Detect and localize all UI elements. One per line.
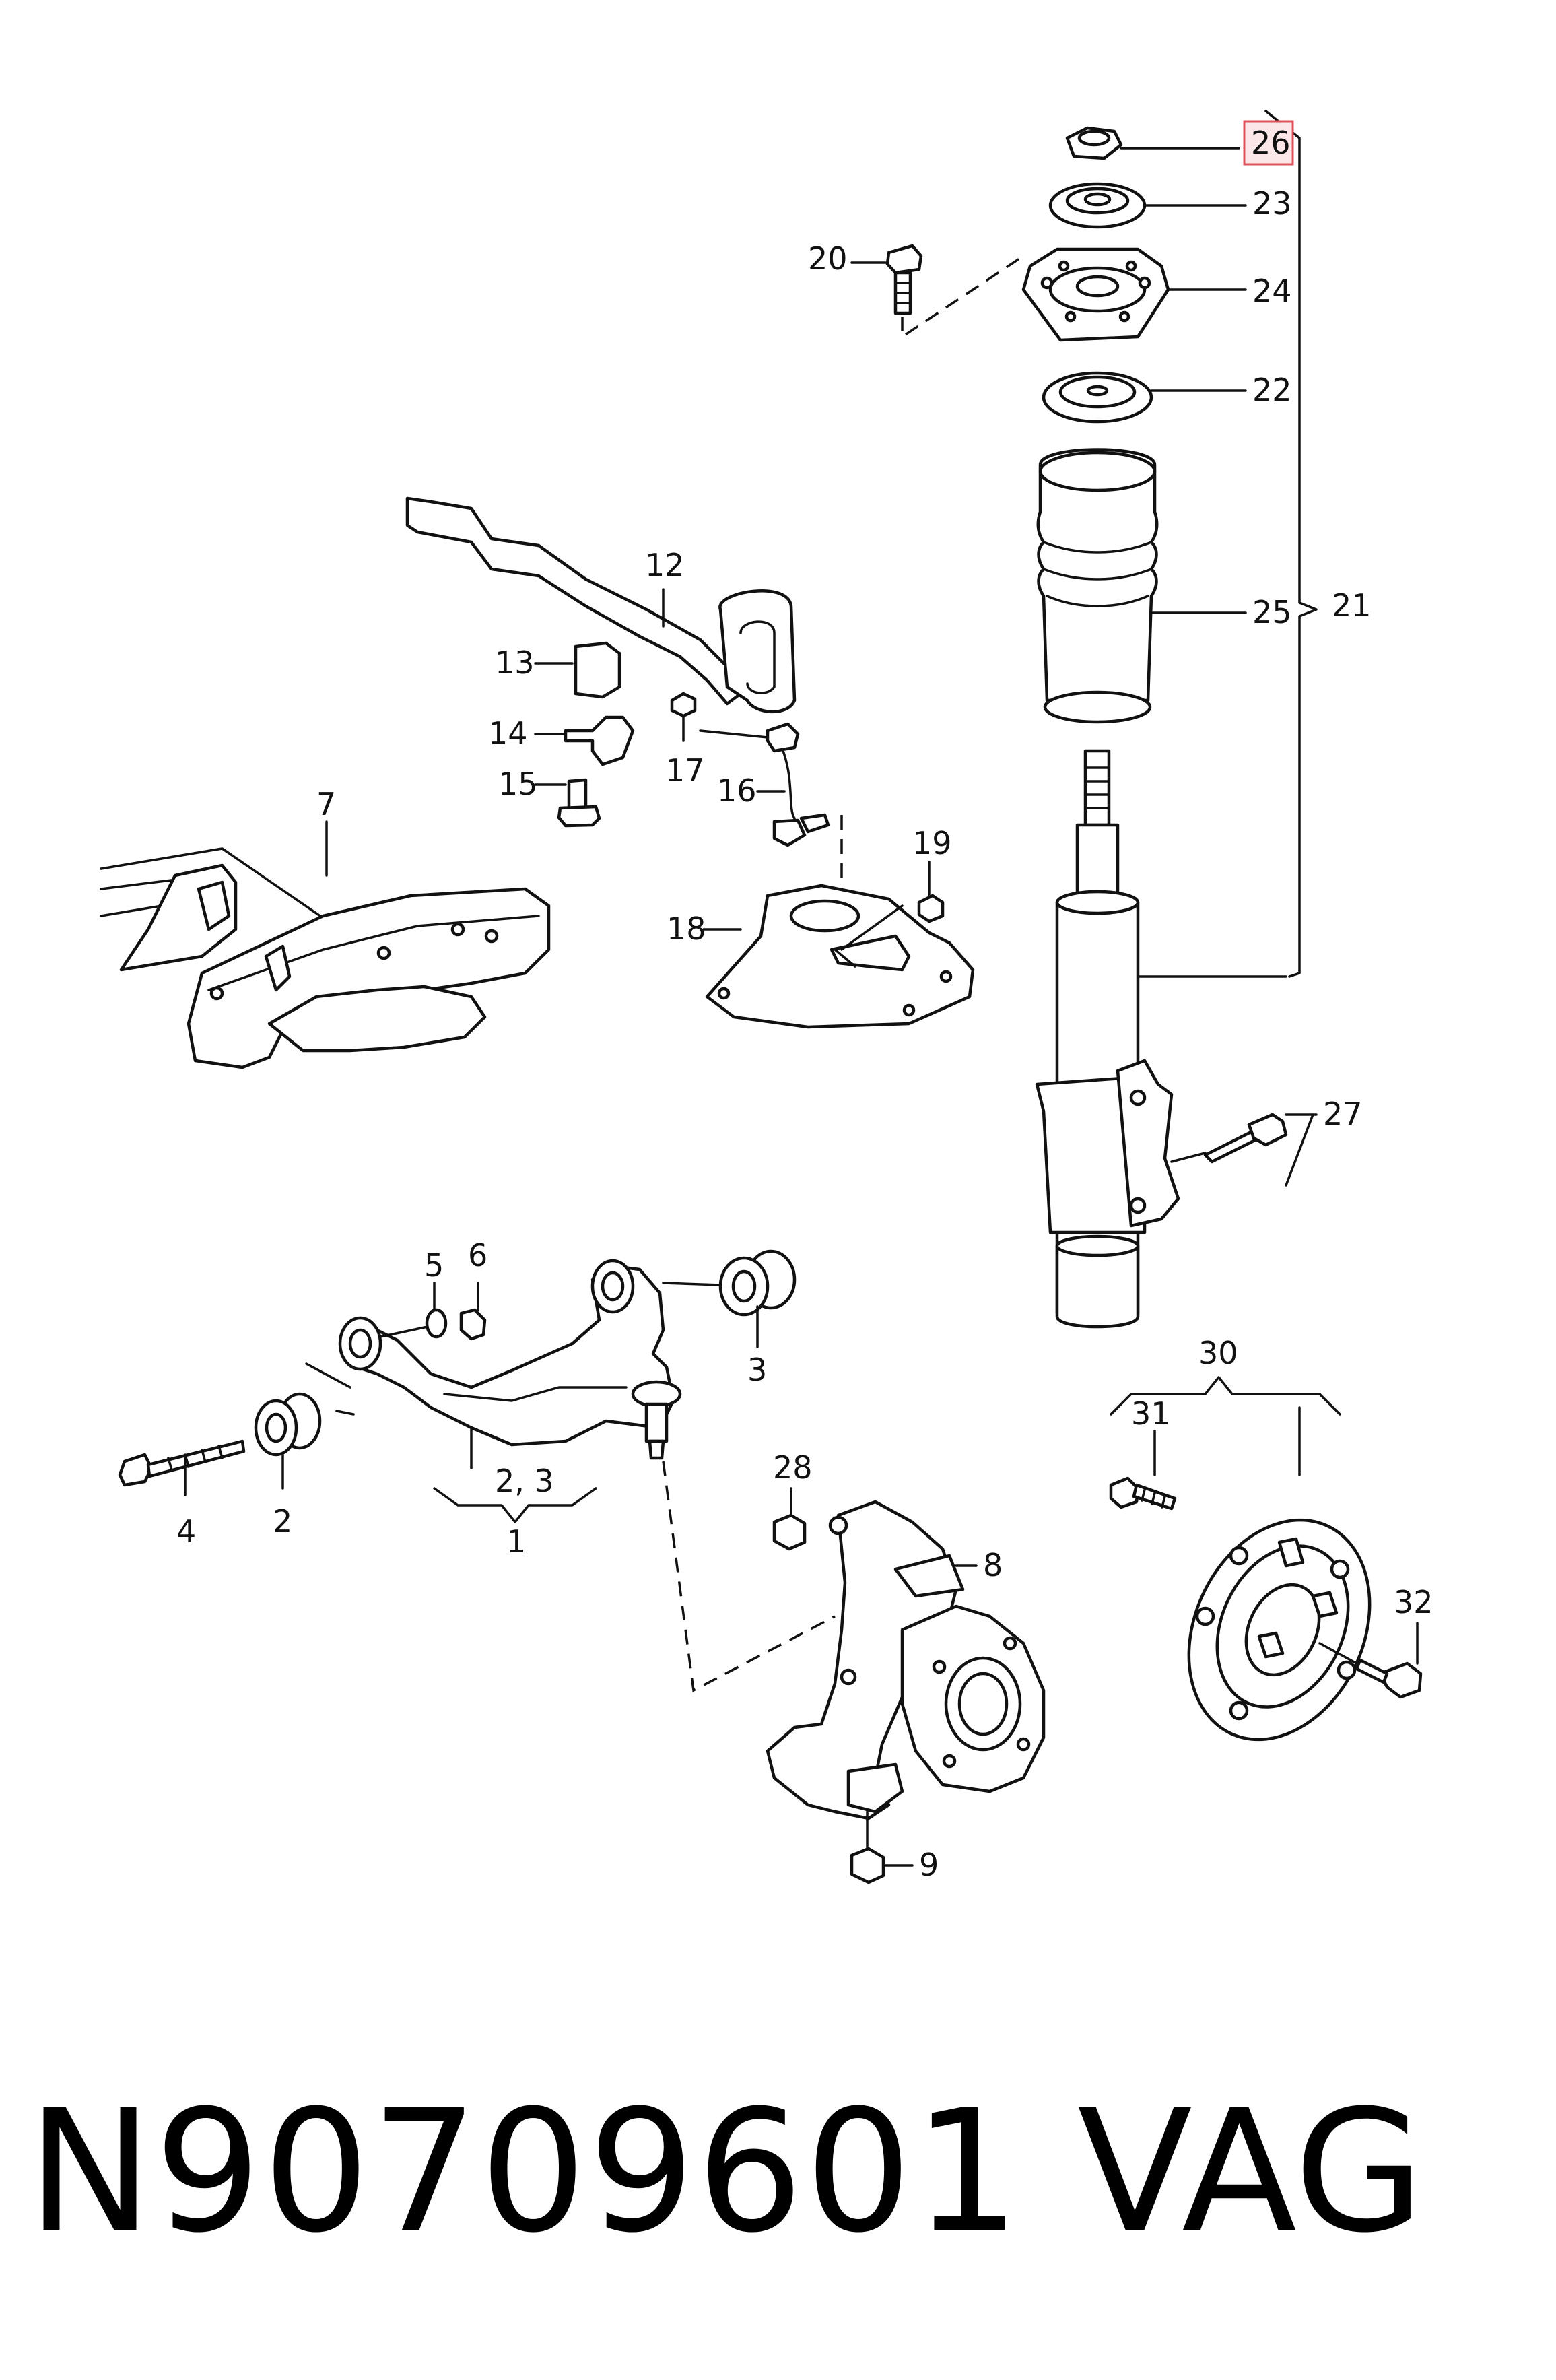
label-25: 25: [1252, 594, 1292, 630]
bump-stop-gaiter-part: [1036, 448, 1159, 724]
label-22: 22: [1252, 372, 1292, 408]
label-6: 6: [468, 1237, 487, 1274]
wishbone-assembly: [118, 1249, 836, 1692]
label-26: 26: [1251, 125, 1291, 161]
label-1: 1: [506, 1523, 526, 1560]
label-19: 19: [912, 825, 952, 861]
clamp-bolt-part: [1170, 1113, 1288, 1164]
label-23: 23: [1252, 185, 1292, 222]
mount-bolt-part: [885, 244, 923, 315]
label-4: 4: [176, 1513, 196, 1550]
callout-labels: 26 23 24 22 25 21 27 20 12 13 14 15 17 1…: [176, 120, 1433, 1883]
label-5: 5: [424, 1247, 444, 1284]
label-21: 21: [1332, 587, 1372, 624]
highlight-box-26: [1243, 120, 1294, 166]
spring-seat-part: [705, 884, 975, 1029]
strut-top-mount-part: [1021, 247, 1170, 342]
label-8: 8: [983, 1547, 1003, 1583]
leader-lines: [184, 110, 1419, 1867]
label-15: 15: [498, 766, 538, 802]
part-number-caption: N90709601: [27, 2074, 1022, 2270]
top-nut-part: [1065, 126, 1123, 160]
label-17: 17: [665, 752, 705, 789]
strut-assembly: [885, 126, 1288, 1329]
label-27: 27: [1323, 1096, 1363, 1132]
shock-absorber-body: [1035, 890, 1180, 1329]
label-20: 20: [808, 240, 848, 277]
stabiliser-bar-assembly: [405, 496, 843, 936]
steering-knuckle-part: [766, 1500, 1046, 1884]
label-14: 14: [488, 715, 528, 752]
label-7: 7: [316, 786, 336, 822]
brand-caption: VAG: [1077, 2074, 1425, 2270]
label-18: 18: [667, 911, 706, 947]
label-16: 16: [717, 772, 757, 809]
label-32: 32: [1394, 1584, 1433, 1620]
label-12: 12: [645, 547, 685, 583]
label-28: 28: [773, 1449, 813, 1486]
label-13: 13: [495, 644, 535, 681]
label-24: 24: [1252, 273, 1292, 309]
wheel-hub-assembly: [1109, 1476, 1423, 1742]
label-30: 30: [1198, 1335, 1238, 1371]
label-31: 31: [1131, 1395, 1171, 1432]
label-2: 2: [273, 1503, 292, 1540]
label-3: 3: [747, 1352, 767, 1388]
bearing-washer-part: [1048, 182, 1147, 229]
label-2-3: 2, 3: [495, 1463, 554, 1499]
piston-rod: [1075, 749, 1120, 904]
spring-plate-part: [1042, 371, 1153, 424]
label-9: 9: [919, 1847, 939, 1883]
subframe-part: [100, 847, 551, 1069]
